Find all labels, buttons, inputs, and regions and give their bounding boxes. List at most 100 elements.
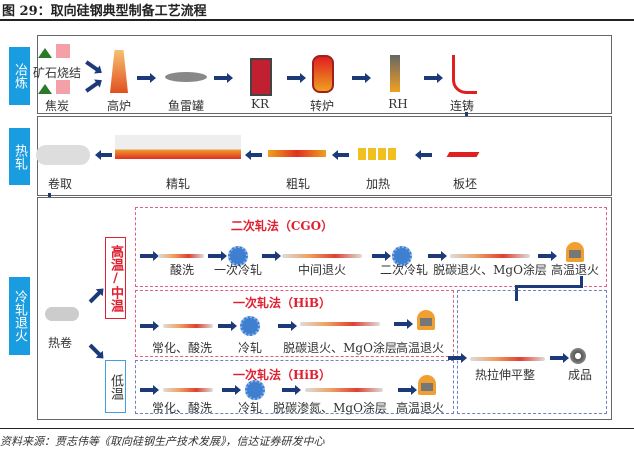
arrow-icon [137,73,156,83]
strip-icon [470,357,545,361]
hib-box-1 [135,290,454,357]
strip-icon [282,254,362,258]
step-kr: KR [251,97,269,111]
hib2-step: 高温退火 [395,401,445,415]
kr-icon [250,58,272,96]
arrow-icon [448,353,467,363]
cgo-step: 二次冷轧 [379,263,429,277]
step-rh: RH [388,97,408,111]
high-medium-temp-label: 高温/中温 [105,237,126,319]
blast-furnace-icon [110,50,128,93]
roughing-mill-icon [268,150,326,157]
annealing-furnace-icon [566,242,584,262]
cgo-step: 酸洗 [169,263,195,277]
arrow-icon [372,251,391,261]
strip-icon [305,388,383,392]
hib1-step: 冷轧 [237,341,263,355]
sinter-plant-icon [56,44,70,58]
product-coil-icon [570,348,586,364]
step-ore-sintering: 矿石烧结 [32,66,82,80]
step-tension-leveling: 热拉伸平整 [474,368,536,382]
section-label-cold-rolling: 冷轧退火 [9,277,30,355]
arrow-icon [282,385,301,395]
hib1-title: 一次轧法（HiB） [232,296,332,310]
down-arrow-icon [515,285,518,301]
connector-line [515,285,582,288]
arrow-icon [332,150,349,160]
rh-icon [390,55,400,92]
section-label-smelting: 冶炼 [9,47,30,105]
step-continuous-casting: 连铸 [449,99,475,113]
arrow-icon [140,251,159,261]
step-heating: 加热 [365,177,391,191]
low-temp-label: 低温 [105,360,126,413]
source-note: 资料来源：贾志伟等《取向硅钢生产技术发展》，信达证券研发中心 [0,435,325,448]
coiler-icon [36,145,90,165]
arrow-icon [278,321,297,331]
step-coke: 焦炭 [44,99,70,113]
strip-icon [158,254,204,258]
cold-mill-icon [245,380,265,400]
arrow-icon [352,73,371,83]
hib2-title: 一次轧法（HiB） [232,368,332,382]
coke-plant-icon [56,80,70,94]
arrow-icon [208,251,227,261]
step-rough-rolling: 粗轧 [285,177,311,191]
hib1-step: 脱碳退火、MgO涂层 [283,341,397,355]
annealing-furnace-icon [418,375,436,395]
arrow-icon [287,73,306,83]
hib2-step: 常化、酸洗 [151,401,213,415]
step-slab: 板坯 [452,177,478,191]
cgo-box [135,207,607,287]
hib-box-2 [135,360,454,414]
cold-mill-icon [228,246,248,266]
section-label-hot-rolling: 热轧 [9,128,30,185]
ore-icon [38,48,52,58]
arrow-icon [424,73,443,83]
strip-icon [163,388,213,392]
hib2-step: 冷轧 [237,401,263,415]
strip-icon [163,324,213,328]
cgo-title: 二次轧法（CGO） [230,219,334,233]
hib1-step: 高温退火 [395,341,445,355]
hot-coil-icon [45,307,79,321]
top-rule [0,19,634,21]
torpedo-car-icon [165,72,207,82]
step-finished-product: 成品 [567,368,593,382]
arrow-icon [428,251,447,261]
slab-icon [446,152,480,157]
connector-line [580,276,583,288]
converter-icon [312,55,334,93]
step-finishing-rolling: 精轧 [165,177,191,191]
arrow-icon [550,353,569,363]
bottom-rule [0,428,634,429]
step-torpedo-car: 鱼雷罐 [167,99,205,113]
arrow-icon [398,385,417,395]
finishing-mill-icon [115,135,241,159]
reheating-furnace-icon [358,148,396,160]
cold-mill-icon [392,246,412,266]
cold-rolling-section [37,197,612,420]
arrow-icon [140,321,159,331]
coal-icon [38,84,52,94]
hot-coil-label: 热卷 [47,336,73,350]
cgo-step: 高温退火 [550,263,600,277]
hib1-step: 常化、酸洗 [151,341,213,355]
final-box [457,290,607,414]
step-coiling: 卷取 [47,177,73,191]
arrow-icon [222,385,241,395]
arrow-icon [140,385,159,395]
strip-icon [450,254,530,258]
cgo-step: 脱碳退火、MgO涂层 [433,263,547,277]
step-blast-furnace: 高炉 [106,99,132,113]
hib2-step: 脱碳渗氮、MgO涂层 [273,401,387,415]
arrow-icon [538,251,557,261]
annealing-furnace-icon [417,310,435,330]
arrow-icon [262,251,281,261]
cold-mill-icon [240,316,260,336]
arrow-icon [95,150,112,160]
arrow-icon [214,73,233,83]
arrow-icon [415,150,432,160]
figure-title: 图 29：取向硅钢典型制备工艺流程 [2,4,207,19]
strip-icon [300,322,380,326]
